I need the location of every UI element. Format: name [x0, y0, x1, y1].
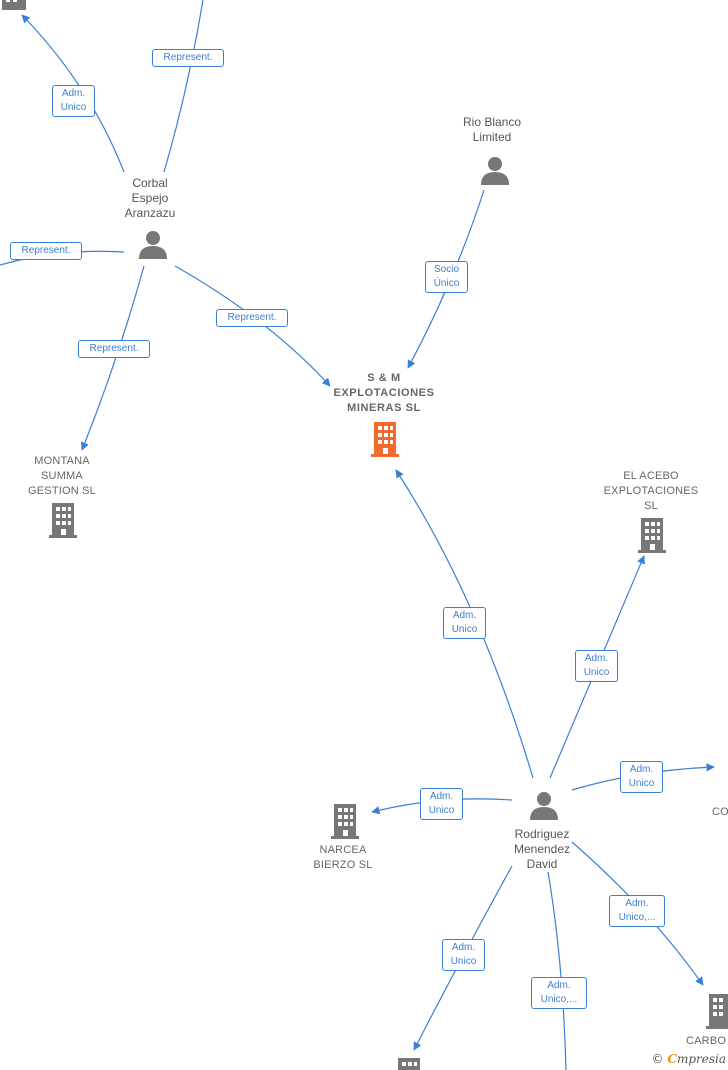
node-label-montana-summa: MONTANA SUMMA GESTION SL: [27, 455, 97, 497]
node-label-corbal: Corbal Espejo Aranzazu: [124, 176, 176, 220]
node-label-el-acebo: EL ACEBO EXPLOTACIONES SL: [603, 470, 699, 512]
edge-label-rio-sm[interactable]: Socio Único: [425, 261, 468, 293]
node-label-carbo-partial: CARBO: [686, 1035, 727, 1047]
node-label-sm-explotaciones: S & M EXPLOTACIONES MINERAS SL: [333, 372, 435, 414]
edge-label-rod-narcea[interactable]: Adm. Unico: [420, 788, 463, 820]
node-label-narcea-bierzo: NARCEA BIERZO SL: [313, 844, 373, 871]
node-label-co-partial: CO: [712, 806, 728, 818]
edge-rod-bottom: [547, 871, 567, 1070]
person-icon[interactable]: [480, 155, 510, 185]
person-icon[interactable]: [138, 229, 168, 259]
building-icon[interactable]: [0, 0, 30, 10]
building-icon[interactable]: [636, 516, 668, 554]
edge-label-rod-acebo[interactable]: Adm. Unico: [575, 650, 618, 682]
edge-label-corbal-montana[interactable]: Represent.: [78, 340, 150, 358]
edge-label-rod-bottom-left[interactable]: Adm. Unico: [442, 939, 485, 971]
copyright-brand: © Cmpresia: [652, 1052, 726, 1066]
node-label-rodriguez: Rodriguez Menendez David: [513, 827, 571, 871]
building-icon[interactable]: [393, 1056, 425, 1070]
copyright-symbol: ©: [651, 1052, 664, 1066]
edge-label-rod-right[interactable]: Adm. Unico: [620, 761, 663, 793]
edge-label-top-represent[interactable]: Represent.: [152, 49, 224, 67]
edge-label-left-represent[interactable]: Represent.: [10, 242, 82, 260]
edge-label-rod-bottom[interactable]: Adm. Unico,...: [531, 977, 587, 1009]
building-icon-focus[interactable]: [369, 420, 401, 458]
edge-label-rod-sm[interactable]: Adm. Unico: [443, 607, 486, 639]
brand-initial: C: [667, 1052, 677, 1066]
edge-label-rod-carbo[interactable]: Adm. Unico,...: [609, 895, 665, 927]
node-label-rio-blanco: Rio Blanco Limited: [462, 115, 522, 144]
edge-label-corbal-sm[interactable]: Represent.: [216, 309, 288, 327]
brand-name: mpresia: [676, 1052, 726, 1066]
building-icon[interactable]: [704, 992, 728, 1030]
person-icon[interactable]: [529, 790, 559, 820]
building-icon[interactable]: [47, 501, 79, 539]
edge-label-top-adm-unico[interactable]: Adm. Unico: [52, 85, 95, 117]
edge-corbal-montana: [80, 265, 145, 451]
building-icon[interactable]: [329, 802, 361, 840]
edge-top-represent: [163, 0, 204, 173]
